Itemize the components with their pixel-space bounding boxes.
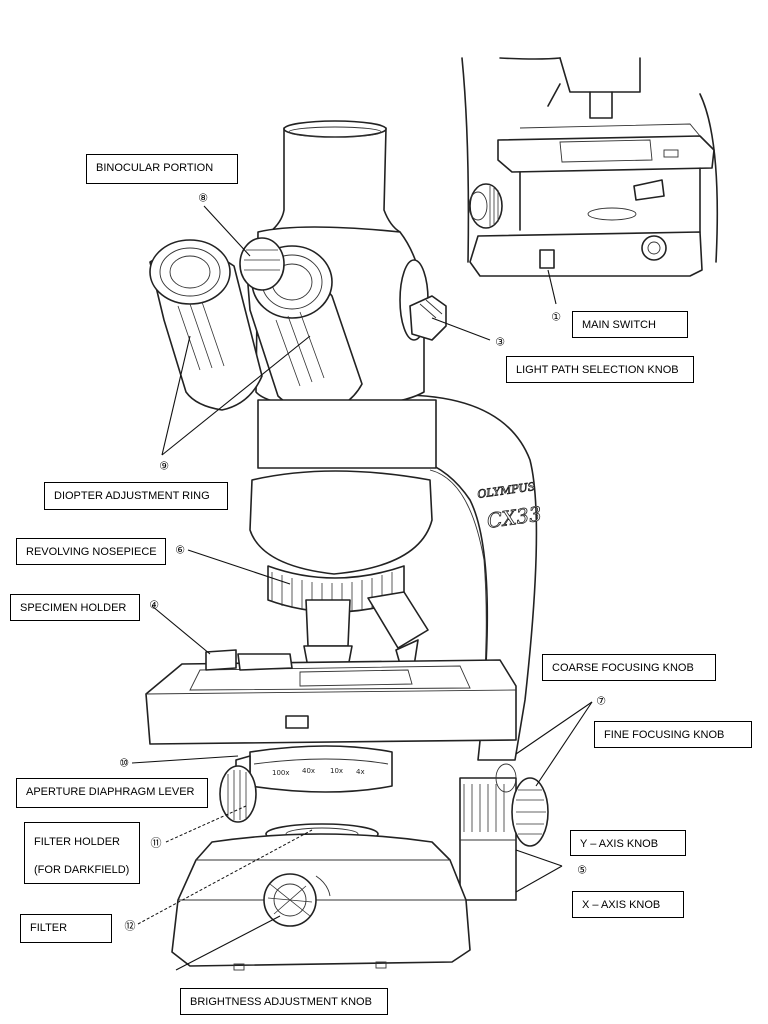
inset-microscope-view <box>461 57 719 277</box>
label-filter-holder-line2: (FOR DARKFIELD) <box>34 864 130 876</box>
callout-8: ⑧ <box>198 192 208 205</box>
label-x-axis-knob: X – AXIS KNOB <box>572 891 684 918</box>
label-brightness-adjustment-knob: BRIGHTNESS ADJUSTMENT KNOB <box>180 988 388 1015</box>
callout-11: ⑪ <box>151 837 162 850</box>
condenser-mark-4x: 4x <box>356 768 365 776</box>
main-microscope-illustration: OLYMPUS CX33 <box>145 120 549 971</box>
label-specimen-holder: SPECIMEN HOLDER <box>10 594 140 621</box>
callout-7: ⑦ <box>596 695 606 708</box>
label-binocular-portion: BINOCULAR PORTION <box>86 154 238 184</box>
label-fine-focusing-knob: FINE FOCUSING KNOB <box>594 721 752 748</box>
label-coarse-focusing-knob: COARSE FOCUSING KNOB <box>542 654 716 681</box>
label-filter: FILTER <box>20 914 112 943</box>
label-aperture-diaphragm-lever: APERTURE DIAPHRAGM LEVER <box>16 778 208 808</box>
condenser-mark-40x: 40x <box>302 767 315 775</box>
label-y-axis-knob: Y – AXIS KNOB <box>570 830 686 856</box>
label-main-switch: MAIN SWITCH <box>572 311 688 338</box>
callout-12: ⑫ <box>125 920 136 933</box>
label-light-path-selection-knob: LIGHT PATH SELECTION KNOB <box>506 356 694 383</box>
callout-5: ⑤ <box>577 864 587 877</box>
label-diopter-adjustment-ring: DIOPTER ADJUSTMENT RING <box>44 482 228 510</box>
callout-6: ⑥ <box>175 544 185 557</box>
callout-9: ⑨ <box>159 460 169 473</box>
callout-3: ③ <box>495 336 505 349</box>
label-filter-holder: FILTER HOLDER (FOR DARKFIELD) <box>24 822 140 884</box>
label-revolving-nosepiece: REVOLVING NOSEPIECE <box>16 538 166 565</box>
condenser-mark-100x: 100x <box>272 769 290 777</box>
callout-1: ① <box>551 311 561 324</box>
callout-numbers: ⑧ ① ③ ⑨ ⑥ ④ ⑦ ⑩ ⑪ ⑤ ⑫ <box>119 192 606 933</box>
label-filter-holder-line1: FILTER HOLDER <box>34 836 120 848</box>
condenser-mark-10x: 10x <box>330 767 343 775</box>
callout-4: ④ <box>149 599 159 612</box>
leader-lines <box>131 205 593 971</box>
callout-10: ⑩ <box>119 757 129 770</box>
